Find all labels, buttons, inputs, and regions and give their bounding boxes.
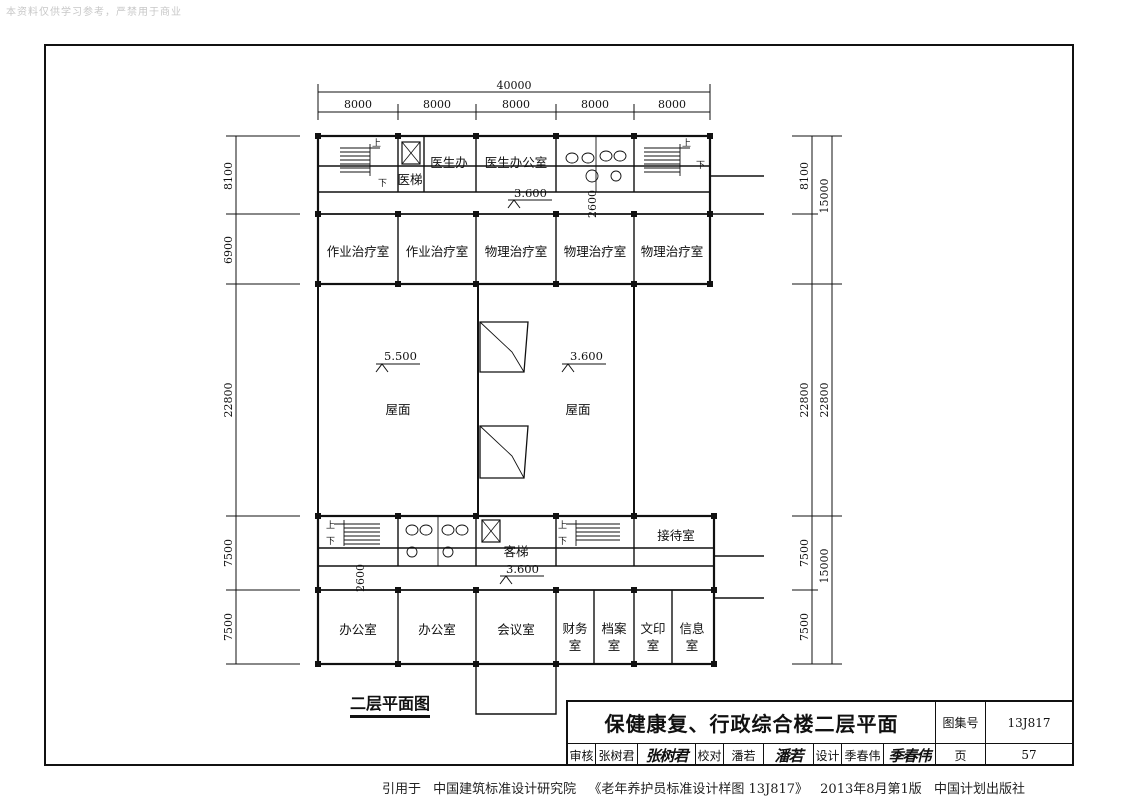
- room-office-2: 办公室: [418, 622, 456, 637]
- room-physical-therapy-2: 物理治疗室: [564, 244, 627, 259]
- dim-right-outer-3: 15000: [818, 549, 831, 584]
- elevation-top-corridor: 3.600: [514, 186, 547, 200]
- reviewer-signature: 张树君: [638, 744, 696, 766]
- dimension-lines-right: [792, 135, 842, 665]
- elevation-roof-right: 3.600: [570, 349, 603, 363]
- stair-up-bottom-left: 上: [326, 520, 335, 531]
- room-information: 信息室: [679, 621, 705, 653]
- page-label: 页: [936, 744, 986, 766]
- stair-up-top-right: 上: [682, 138, 691, 149]
- medical-lift-shaft: [401, 141, 421, 165]
- stair-down-bottom-left: 下: [326, 537, 335, 547]
- room-occupational-therapy-1: 作业治疗室: [327, 244, 390, 259]
- room-archives: 档案室: [601, 621, 627, 653]
- citation-line: 引用于 中国建筑标准设计研究院 《老年养护员标准设计样图 13J817》 201…: [382, 778, 1033, 797]
- dim-left-4: 7500: [222, 539, 235, 567]
- reviewer-name: 张树君: [596, 744, 638, 766]
- dimension-lines-top: [317, 84, 711, 120]
- stair-up-top-left: 上: [372, 138, 381, 149]
- stair-top-left: [340, 144, 380, 176]
- room-physical-therapy-3: 物理治疗室: [641, 244, 704, 259]
- page-value: 57: [1021, 748, 1037, 762]
- citation-institute: 中国建筑标准设计研究院: [433, 782, 577, 797]
- atlas-label: 图集号: [936, 702, 986, 744]
- dim-bay-1: 8000: [344, 98, 372, 111]
- drawing-caption: 二层平面图: [350, 690, 431, 718]
- toilets-bottom: [405, 516, 469, 566]
- watermark-text: 本资料仅供学习参考，严禁用于商业: [6, 7, 182, 18]
- title-block: 保健康复、行政综合楼二层平面 图集号 13J817 审核 张树君 张树君 校对 …: [566, 700, 1074, 766]
- label-guest-lift: 客梯: [503, 544, 528, 559]
- checker-signature: 潘若: [764, 744, 814, 766]
- stair-down-top-left: 下: [378, 179, 387, 189]
- room-doctor-office: 医生办公室: [485, 155, 548, 170]
- elevation-markers: [375, 199, 606, 585]
- dim-bay-5: 8000: [658, 98, 686, 111]
- label-roof-right: 屋面: [565, 402, 590, 417]
- citation-prefix: 引用于: [382, 782, 422, 797]
- dim-right-outer-1: 15000: [818, 179, 831, 214]
- room-finance: 财务室: [562, 621, 588, 653]
- roof-left-outline: [317, 283, 479, 517]
- dim-corridor-bottom: 2600: [354, 564, 367, 592]
- dim-overall-width: 40000: [497, 79, 532, 92]
- dim-right-inner-1: 8100: [798, 162, 811, 190]
- designer-signature: 季春伟: [884, 744, 936, 766]
- room-doctor-office-small: 医生办: [430, 155, 468, 170]
- room-reception: 接待室: [657, 528, 695, 543]
- dim-corridor-top: 2600: [586, 190, 599, 218]
- dim-bay-2: 8000: [423, 98, 451, 111]
- dimension-lines-left: [226, 135, 300, 665]
- designer-name: 季春伟: [842, 744, 884, 766]
- stair-down-bottom-right: 下: [558, 537, 567, 547]
- room-occupational-therapy-2: 作业治疗室: [406, 244, 469, 259]
- guest-lift-shaft: [481, 519, 501, 543]
- dim-right-inner-3: 7500: [798, 539, 811, 567]
- stair-up-bottom-right: 上: [558, 520, 567, 531]
- label-medical-lift: 医梯: [397, 172, 422, 187]
- room-physical-therapy-1: 物理治疗室: [485, 244, 548, 259]
- dim-right-inner-4: 7500: [798, 613, 811, 641]
- design-label: 设计: [814, 744, 842, 766]
- citation-book: 《老年养护员标准设计样图 13J817》: [588, 782, 809, 797]
- sheet-border: [44, 44, 1074, 766]
- dim-left-3: 22800: [222, 383, 235, 418]
- label-roof-left: 屋面: [385, 402, 410, 417]
- stair-top-right: [644, 144, 690, 176]
- roof-right-outline: [477, 283, 635, 517]
- dim-right-outer-2: 22800: [818, 383, 831, 418]
- room-printing: 文印室: [640, 621, 666, 653]
- structural-columns: [315, 133, 717, 667]
- citation-edition: 2013年8月第1版: [820, 782, 922, 797]
- dim-bay-4: 8000: [581, 98, 609, 111]
- stair-down-top-right: 下: [696, 161, 705, 171]
- elevation-bottom-corridor: 3.600: [506, 562, 539, 576]
- roof-skylight-lower: [479, 425, 529, 479]
- toilets-top: [565, 136, 627, 192]
- title-block-title: 保健康复、行政综合楼二层平面: [568, 702, 936, 744]
- stair-bottom-left: [334, 520, 380, 546]
- stair-bottom-right: [566, 520, 620, 546]
- dim-left-5: 7500: [222, 613, 235, 641]
- dim-right-inner-2: 22800: [798, 383, 811, 418]
- elevation-roof-left: 5.500: [384, 349, 417, 363]
- room-office-1: 办公室: [339, 622, 377, 637]
- dim-left-2: 6900: [222, 236, 235, 264]
- review-label: 审核: [568, 744, 596, 766]
- checker-name: 潘若: [724, 744, 764, 766]
- check-label: 校对: [696, 744, 724, 766]
- entrance-canopy: [475, 664, 557, 715]
- atlas-value: 13J817: [986, 702, 1072, 744]
- room-meeting: 会议室: [497, 622, 535, 637]
- citation-publisher: 中国计划出版社: [933, 782, 1025, 797]
- dim-left-1: 8100: [222, 162, 235, 190]
- dim-bay-3: 8000: [502, 98, 530, 111]
- roof-skylight-upper: [479, 321, 529, 373]
